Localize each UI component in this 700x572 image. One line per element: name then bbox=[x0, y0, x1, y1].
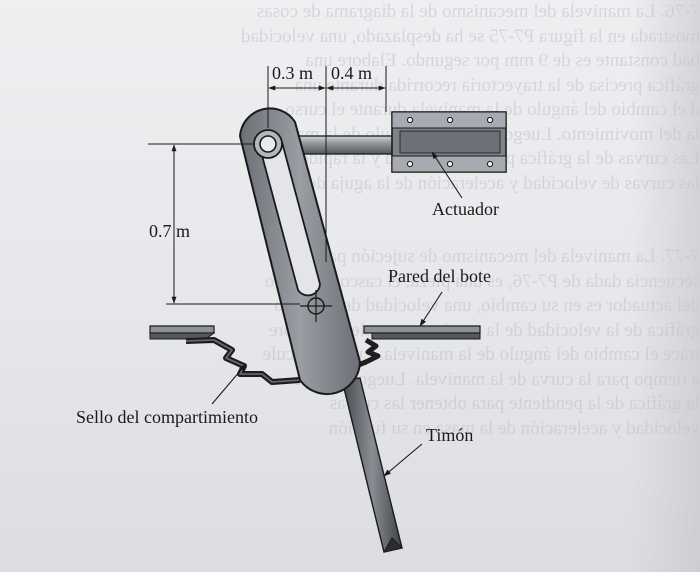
label-compartment-seal: Sello del compartimiento bbox=[76, 407, 258, 427]
slotted-lever bbox=[238, 107, 362, 396]
dimension-lines bbox=[148, 66, 387, 305]
actuator-body bbox=[391, 111, 507, 173]
dim-label-0-3m: 0.3 m bbox=[272, 63, 313, 83]
label-rudder: Timón bbox=[426, 425, 473, 445]
dim-label-0-4m: 0.4 m bbox=[331, 63, 372, 83]
leader-lines bbox=[211, 151, 463, 477]
pivot-marker bbox=[300, 290, 332, 322]
boat-wall bbox=[149, 325, 481, 340]
label-boat-wall: Pared del bote bbox=[388, 266, 491, 286]
dim-label-0-7m: 0.7 m bbox=[149, 221, 190, 241]
rudder-shaft bbox=[341, 377, 403, 553]
label-actuator: Actuador bbox=[432, 199, 499, 219]
page-edge-shadow bbox=[630, 0, 700, 572]
lever-pin bbox=[253, 129, 283, 159]
